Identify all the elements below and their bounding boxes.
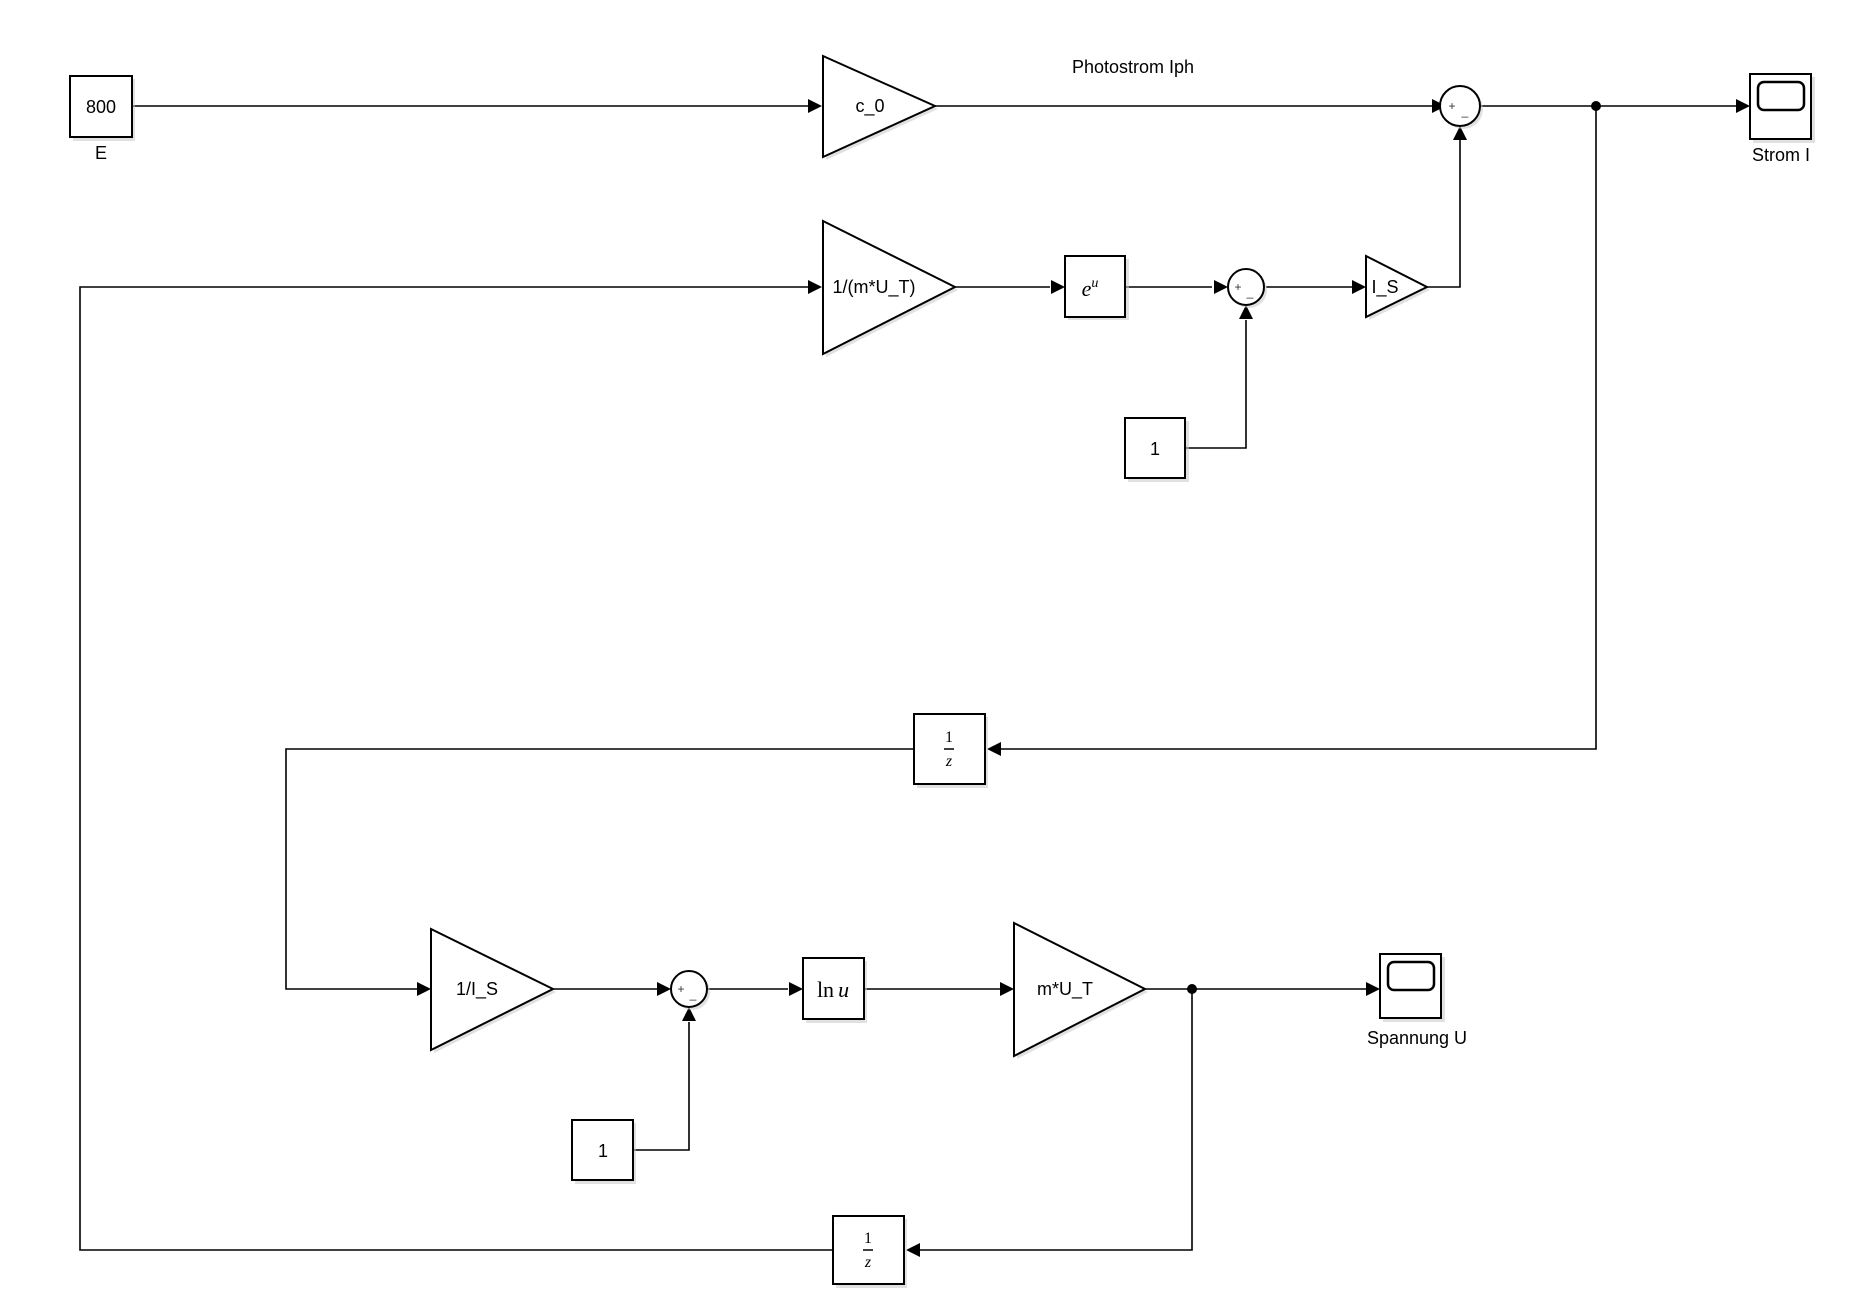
arrowhead xyxy=(1239,305,1253,319)
arrowhead xyxy=(987,742,1001,756)
constant-one-low-value: 1 xyxy=(598,1141,608,1161)
constant-e-value: 800 xyxy=(86,97,116,117)
gain-block-c0[interactable]: c_0 xyxy=(822,54,938,160)
sum-top-plus: + xyxy=(1448,99,1455,113)
wire-delay-bottom-to-gain-inv-mut[interactable] xyxy=(79,286,833,1251)
arrowhead xyxy=(808,99,822,113)
signal-label-photostrom: Photostrom Iph xyxy=(1072,57,1194,77)
arrowhead xyxy=(682,1007,696,1021)
constant-e-label: E xyxy=(95,143,107,163)
sum-block-middle[interactable]: + _ xyxy=(1227,268,1267,308)
wire-delay-mid-to-gain-inv-is[interactable] xyxy=(285,748,914,990)
gain-is-text: I_S xyxy=(1371,277,1398,298)
unit-delay-block-middle[interactable]: 1 z xyxy=(913,713,988,788)
delay-bottom-den: z xyxy=(864,1254,872,1271)
sum-block-top[interactable]: + _ xyxy=(1439,85,1483,129)
scope-block-voltage[interactable]: Spannung U xyxy=(1367,953,1467,1048)
math-function-block-exp[interactable]: eu xyxy=(1064,255,1129,320)
arrowhead xyxy=(906,1243,920,1257)
sum-mid-plus: + xyxy=(1234,280,1241,294)
delay-bottom-num: 1 xyxy=(864,1230,872,1247)
constant-block-one-low[interactable]: 1 xyxy=(571,1119,636,1184)
delay-mid-num: 1 xyxy=(945,729,953,746)
arrowhead xyxy=(1736,99,1750,113)
wire-const1-low-to-sum-low[interactable] xyxy=(633,1022,690,1151)
exp-function-text: eu xyxy=(1082,276,1099,301)
arrowhead xyxy=(417,982,431,996)
gain-inv-mut-text: 1/(m*U_T) xyxy=(832,277,915,298)
gain-c0-text: c_0 xyxy=(855,96,884,117)
sum-mid-minus: _ xyxy=(1246,285,1254,299)
delay-mid-den: z xyxy=(945,753,953,770)
arrowhead xyxy=(1051,280,1065,294)
gain-inv-is-text: 1/I_S xyxy=(456,979,498,1000)
gain-block-is[interactable]: I_S xyxy=(1365,254,1430,320)
unit-delay-block-bottom[interactable]: 1 z xyxy=(832,1215,907,1288)
gain-block-inv-mut[interactable]: 1/(m*U_T) xyxy=(822,219,958,357)
wire-branch-to-delay-bottom[interactable] xyxy=(920,989,1193,1251)
sum-top-minus: _ xyxy=(1461,104,1469,118)
scope-block-current[interactable]: Strom I xyxy=(1749,73,1815,165)
constant-one-top-value: 1 xyxy=(1150,439,1160,459)
branch-point-current xyxy=(1591,101,1601,111)
gain-mut-text: m*U_T xyxy=(1037,979,1093,1000)
scope-screen-icon xyxy=(1386,960,1436,992)
wire-const1-to-sum-mid[interactable] xyxy=(1185,320,1247,449)
arrowhead xyxy=(1214,280,1228,294)
arrowhead xyxy=(789,982,803,996)
sum-low-plus: + xyxy=(677,982,684,996)
scope-screen-icon xyxy=(1756,80,1806,112)
gain-block-inv-is[interactable]: 1/I_S xyxy=(430,927,556,1053)
arrowhead xyxy=(1366,982,1380,996)
gain-block-mut[interactable]: m*U_T xyxy=(1013,921,1148,1059)
wire-gain-is-to-sum-top[interactable] xyxy=(1427,140,1461,288)
arrowheads xyxy=(417,99,1750,1257)
sum-low-minus: _ xyxy=(689,987,697,1001)
constant-block-one-top[interactable]: 1 xyxy=(1124,417,1189,482)
sum-block-lower[interactable]: + _ xyxy=(670,970,710,1010)
arrowhead xyxy=(657,982,671,996)
arrowhead xyxy=(808,280,822,294)
wires xyxy=(79,105,1738,1251)
arrowhead xyxy=(1352,280,1366,294)
wire-branch-to-delay-mid[interactable] xyxy=(1000,106,1597,750)
arrowhead xyxy=(1453,126,1467,140)
branch-point-voltage xyxy=(1187,984,1197,994)
constant-block-e[interactable]: 800 E xyxy=(69,75,135,163)
scope-current-label: Strom I xyxy=(1752,145,1810,165)
arrowhead xyxy=(1000,982,1014,996)
scope-voltage-label: Spannung U xyxy=(1367,1028,1467,1048)
